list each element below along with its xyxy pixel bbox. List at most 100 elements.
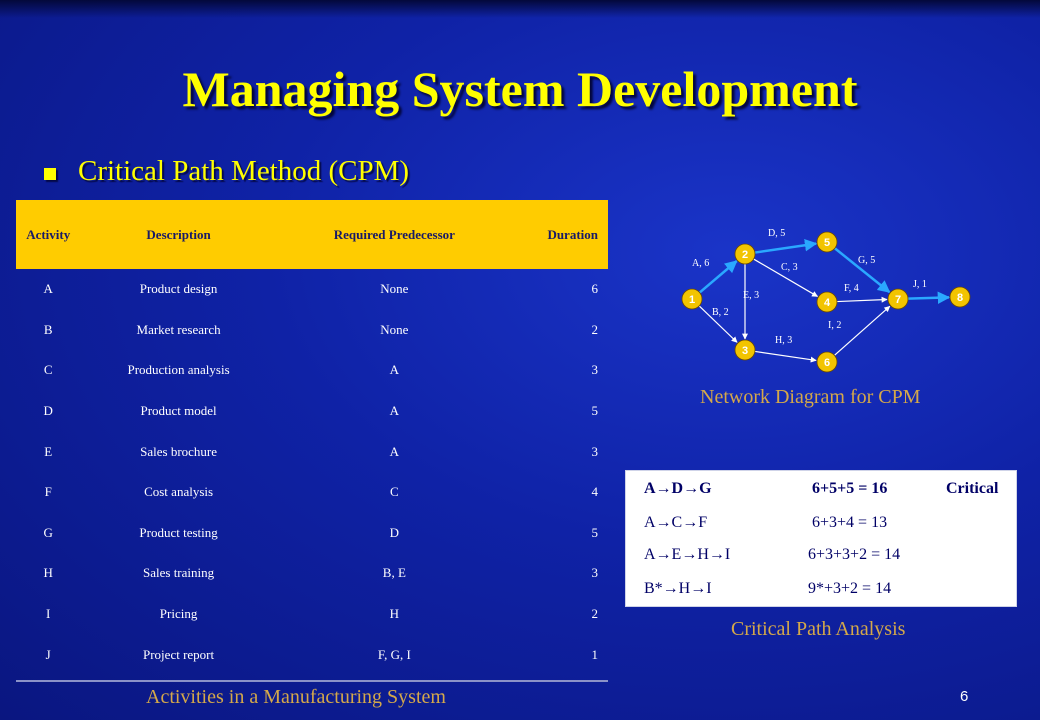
critical-path-caption: Critical Path Analysis bbox=[731, 618, 906, 640]
edge-1-2 bbox=[698, 260, 738, 294]
node-label: 7 bbox=[895, 294, 901, 306]
cell-activity: C bbox=[43, 362, 53, 378]
cell-predecessor: B, E bbox=[382, 565, 406, 581]
top-band bbox=[0, 0, 1040, 18]
edge-6-7 bbox=[834, 305, 891, 356]
node-circle bbox=[816, 351, 838, 373]
node-circle bbox=[949, 286, 971, 308]
bullet-square-icon bbox=[44, 168, 56, 180]
cell-duration: 3 bbox=[591, 362, 599, 378]
cell-duration: 2 bbox=[591, 321, 599, 337]
slide-title: Managing System Development bbox=[182, 61, 858, 117]
node-label: 8 bbox=[957, 292, 963, 304]
cell-description: Product model bbox=[140, 403, 217, 419]
table-row: G Product testing D 5 bbox=[16, 513, 608, 554]
network-nodes: 1 2 3 4 5 6 7 8 bbox=[681, 231, 971, 373]
cell-duration: 5 bbox=[591, 524, 599, 540]
cell-duration: 5 bbox=[591, 403, 599, 419]
node-circle bbox=[816, 291, 838, 313]
table-row: I Pricing H 2 bbox=[16, 594, 608, 635]
edge-label: E, 3 bbox=[743, 290, 759, 301]
cell-description: Market research bbox=[136, 321, 221, 337]
node-label: 1 bbox=[689, 294, 695, 306]
cell-duration: 2 bbox=[591, 606, 599, 622]
node-circle bbox=[887, 288, 909, 310]
edge-5-7 bbox=[834, 247, 891, 294]
cell-description: Sales training bbox=[143, 565, 215, 581]
cell-predecessor: None bbox=[380, 281, 409, 297]
table-row: A Product design None 6 bbox=[16, 269, 608, 310]
cell-duration: 3 bbox=[591, 443, 599, 459]
cell-activity: H bbox=[43, 565, 53, 581]
cell-description: Sales brochure bbox=[140, 443, 218, 459]
node-circle bbox=[734, 339, 756, 361]
edge-label: A, 6 bbox=[692, 258, 709, 269]
cell-activity: E bbox=[44, 443, 53, 459]
node-circle bbox=[681, 288, 703, 310]
edge-4-7 bbox=[836, 296, 888, 303]
cell-duration: 6 bbox=[591, 281, 599, 297]
cell-description: Product testing bbox=[139, 524, 218, 540]
header-description: Description bbox=[80, 200, 277, 269]
node-label: 2 bbox=[742, 249, 748, 261]
edge-label: G, 5 bbox=[858, 255, 875, 266]
table-row: J Project report F, G, I 1 bbox=[16, 634, 608, 675]
edge-label: H, 3 bbox=[775, 335, 792, 346]
node-label: 5 bbox=[824, 237, 830, 249]
edge-label: J, 1 bbox=[913, 279, 927, 290]
table-row: D Product model A 5 bbox=[16, 391, 608, 432]
cp-path: A→C→F bbox=[644, 514, 708, 531]
cell-description: Cost analysis bbox=[144, 484, 214, 500]
cell-predecessor: C bbox=[390, 484, 399, 500]
table-header-row: Activity Description Required Predecesso… bbox=[16, 200, 608, 269]
node-circle bbox=[816, 231, 838, 253]
table-row: B Market research None 2 bbox=[16, 310, 608, 351]
node-circle bbox=[734, 243, 756, 265]
cell-predecessor: D bbox=[389, 524, 400, 540]
edge-label: I, 2 bbox=[828, 320, 841, 331]
header-predecessor: Required Predecessor bbox=[276, 200, 512, 269]
cell-activity: G bbox=[43, 524, 53, 540]
cell-predecessor: A bbox=[389, 443, 400, 459]
cell-description: Product design bbox=[139, 281, 218, 297]
cp-sum: 9*+3+2 = 14 bbox=[808, 580, 892, 597]
header-activity: Activity bbox=[16, 200, 81, 269]
table-bottom-rule bbox=[16, 680, 608, 682]
cell-activity: D bbox=[43, 403, 53, 419]
node-label: 3 bbox=[742, 345, 748, 357]
edge-label: D, 5 bbox=[768, 228, 785, 239]
page-number: 6 bbox=[960, 688, 969, 705]
cell-activity: F bbox=[44, 484, 52, 500]
cell-activity: B bbox=[43, 321, 53, 337]
node-label: 6 bbox=[824, 357, 830, 369]
edge-1-3 bbox=[698, 305, 738, 343]
cell-description: Pricing bbox=[159, 606, 198, 622]
node-label: 4 bbox=[824, 297, 831, 309]
cell-predecessor: F, G, I bbox=[377, 646, 411, 662]
cell-duration: 3 bbox=[591, 565, 599, 581]
edge-3-6 bbox=[754, 350, 817, 363]
table-row: F Cost analysis C 4 bbox=[16, 472, 608, 513]
table-row: C Production analysis A 3 bbox=[16, 350, 608, 391]
cp-path: B*→H→I bbox=[644, 580, 712, 597]
cell-description: Project report bbox=[143, 646, 215, 662]
cell-predecessor: A bbox=[389, 362, 400, 378]
cell-activity: A bbox=[43, 281, 53, 297]
edge-label: F, 4 bbox=[844, 283, 859, 294]
bullet-text: Critical Path Method (CPM) bbox=[78, 155, 410, 187]
cp-sum: 6+5+5 = 16 bbox=[812, 480, 888, 497]
cp-sum: 6+3+3+2 = 14 bbox=[808, 546, 901, 563]
edge-label: B, 2 bbox=[712, 307, 729, 318]
network-diagram: A, 6 B, 2 C, 3 D, 5 E, 3 F, 4 G, 5 H, 3 I, 2 J, 1… bbox=[681, 228, 971, 373]
network-caption: Network Diagram for CPM bbox=[700, 386, 921, 408]
cell-activity: J bbox=[45, 646, 51, 662]
cell-activity: I bbox=[46, 606, 51, 622]
edge-label: C, 3 bbox=[781, 262, 798, 273]
cp-note: Critical bbox=[946, 480, 999, 497]
edge-2-5 bbox=[754, 239, 818, 254]
edge-2-4 bbox=[753, 258, 819, 297]
table-caption: Activities in a Manufacturing System bbox=[146, 686, 446, 708]
cell-duration: 1 bbox=[591, 646, 599, 662]
cell-predecessor: A bbox=[389, 403, 400, 419]
table-row: E Sales brochure A 3 bbox=[16, 431, 608, 472]
